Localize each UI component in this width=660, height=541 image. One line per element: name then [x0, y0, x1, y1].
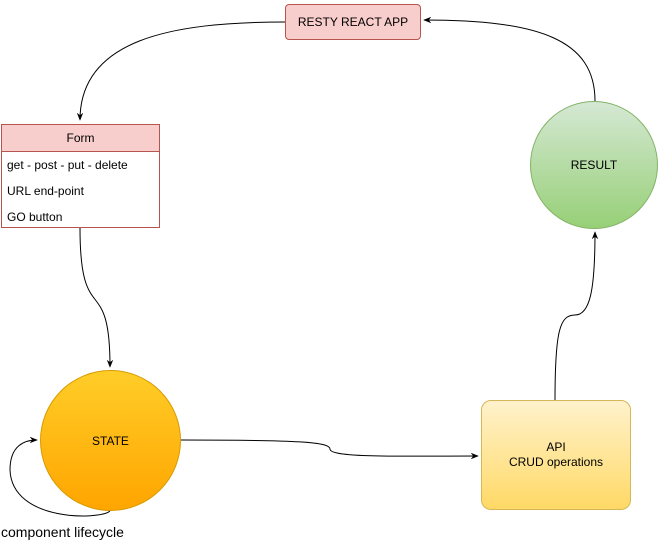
form-item-methods: get - post - put - delete — [7, 158, 128, 172]
edge-api-to-result — [554, 231, 599, 401]
edge-lifecycle-loop — [9, 436, 111, 517]
component-lifecycle-label: component lifecycle — [1, 524, 124, 540]
state-node[interactable]: STATE — [40, 370, 181, 511]
form-item-url: URL end-point — [7, 184, 84, 198]
form-item-go-button: GO button — [7, 210, 63, 224]
edge-result-to-app — [423, 16, 596, 102]
form-header: Form — [2, 125, 159, 152]
api-node[interactable]: API CRUD operations — [481, 400, 631, 510]
form-node[interactable]: Form get - post - put - delete URL end-p… — [1, 124, 160, 228]
state-label: STATE — [92, 433, 129, 448]
result-node[interactable]: RESULT — [530, 101, 658, 229]
edge-app-to-form — [76, 21, 286, 121]
api-label: API — [546, 440, 566, 454]
api-sublabel: CRUD operations — [508, 455, 604, 469]
edge-state-to-api — [180, 439, 479, 460]
form-title: Form — [66, 131, 95, 145]
result-label: RESULT — [570, 158, 618, 172]
resty-react-app-label: RESTY REACT APP — [297, 15, 409, 29]
edge-form-to-state — [79, 227, 114, 368]
resty-react-app-node[interactable]: RESTY REACT APP — [285, 4, 421, 40]
